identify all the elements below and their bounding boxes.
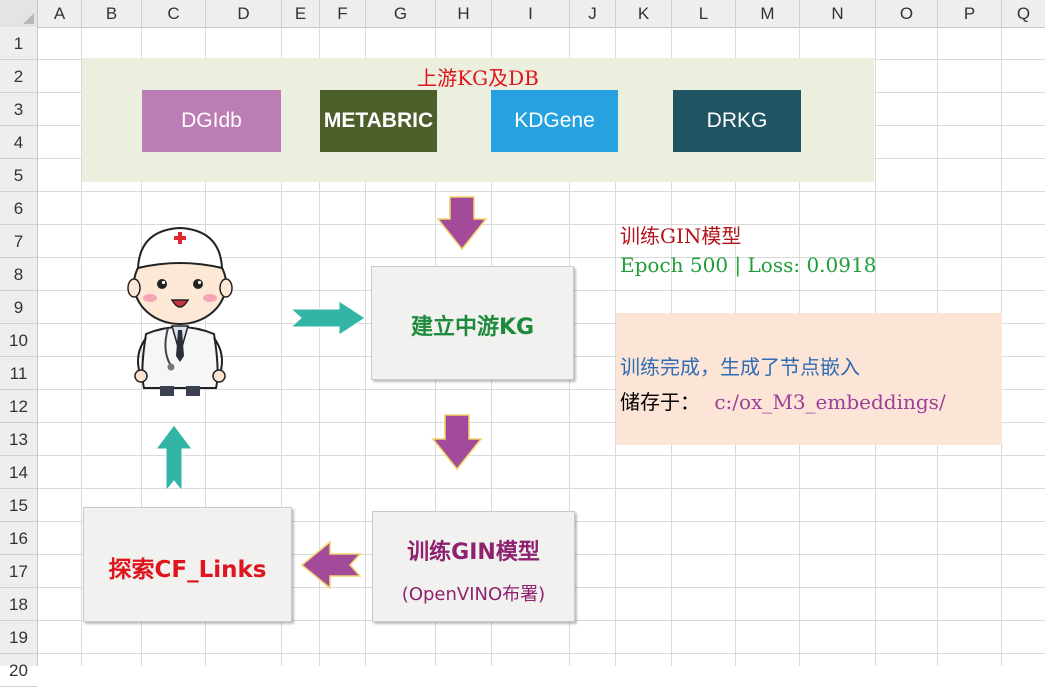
train-gin-box[interactable]: 训练GIN模型 (OpenVINO布署)	[372, 511, 575, 622]
column-header-q[interactable]: Q	[1016, 4, 1031, 23]
result-line-2: 储存于： c:/ox_M3_embeddings/	[620, 386, 946, 415]
column-header-g[interactable]: G	[366, 0, 436, 27]
row-header[interactable]: 11	[0, 357, 37, 390]
row-header[interactable]: 16	[0, 522, 37, 555]
column-header-j[interactable]: J	[570, 0, 616, 27]
row-header-bar: 1 2 3 4 5 6 7 8 9 10 11 12 13 14 15 16 1…	[0, 27, 38, 687]
column-header-a[interactable]: A	[38, 0, 82, 27]
build-kg-box[interactable]: 建立中游KG	[371, 266, 574, 380]
tag-drkg[interactable]: DRKG	[673, 90, 801, 152]
column-header-bar: A B C D E F G H I J K L M N O P Q	[0, 0, 1045, 28]
row-header[interactable]: 13	[0, 423, 37, 456]
row-header[interactable]: 20	[0, 654, 37, 687]
result-save-label: 储存于：	[620, 390, 700, 414]
row-header[interactable]: 8	[0, 258, 37, 291]
arrow-right-icon[interactable]	[289, 299, 367, 337]
row-header[interactable]: 15	[0, 489, 37, 522]
result-path: c:/ox_M3_embeddings/	[714, 390, 946, 414]
doctor-avatar	[127, 226, 233, 396]
row-header[interactable]: 17	[0, 555, 37, 588]
row-header[interactable]: 3	[0, 93, 37, 126]
row-header[interactable]: 7	[0, 225, 37, 258]
arrow-up-icon[interactable]	[154, 423, 194, 493]
explore-cf-links-label: 探索CF_Links	[108, 557, 267, 583]
arrow-down-icon[interactable]	[436, 195, 488, 251]
row-header[interactable]: 18	[0, 588, 37, 621]
column-header-l[interactable]: L	[672, 0, 736, 27]
row-header[interactable]: 9	[0, 291, 37, 324]
result-panel[interactable]	[616, 313, 1002, 445]
build-kg-label: 建立中游KG	[410, 315, 535, 340]
row-header[interactable]: 10	[0, 324, 37, 357]
row-header[interactable]: 12	[0, 390, 37, 423]
column-header-k[interactable]: K	[616, 0, 672, 27]
tag-metabric[interactable]: METABRIC	[320, 90, 437, 152]
train-gin-label: 训练GIN模型	[407, 540, 540, 565]
column-header-m[interactable]: M	[736, 0, 800, 27]
tag-dgidb[interactable]: DGIdb	[142, 90, 281, 152]
row-header[interactable]: 19	[0, 621, 37, 654]
row-header[interactable]: 5	[0, 159, 37, 192]
train-gin-sublabel: (OpenVINO布署)	[401, 584, 546, 605]
column-header-f[interactable]: F	[320, 0, 366, 27]
column-header-h[interactable]: H	[436, 0, 492, 27]
column-header-e[interactable]: E	[282, 0, 320, 27]
column-header-c[interactable]: C	[142, 0, 206, 27]
row-header[interactable]: 1	[0, 27, 37, 60]
column-header-b[interactable]: B	[82, 0, 142, 27]
column-header-p[interactable]: P	[938, 0, 1002, 27]
explore-cf-links-box[interactable]: 探索CF_Links	[83, 507, 292, 622]
column-header-i[interactable]: I	[492, 0, 570, 27]
column-header-n[interactable]: N	[800, 0, 876, 27]
row-header[interactable]: 4	[0, 126, 37, 159]
column-header-o[interactable]: O	[876, 0, 938, 27]
row-header[interactable]: 6	[0, 192, 37, 225]
arrow-down-icon[interactable]	[431, 413, 483, 471]
arrow-left-icon[interactable]	[300, 540, 362, 590]
select-all-corner[interactable]	[0, 0, 38, 27]
training-info-epoch: Epoch 500 | Loss: 0.0918	[620, 253, 877, 277]
row-header[interactable]: 2	[0, 60, 37, 93]
tag-kdgene[interactable]: KDGene	[491, 90, 618, 152]
upstream-title: 上游KG及DB	[417, 66, 539, 90]
row-header[interactable]: 14	[0, 456, 37, 489]
training-info-title: 训练GIN模型	[620, 224, 742, 248]
column-header-d[interactable]: D	[206, 0, 282, 27]
result-line-1: 训练完成，生成了节点嵌入	[620, 355, 860, 379]
